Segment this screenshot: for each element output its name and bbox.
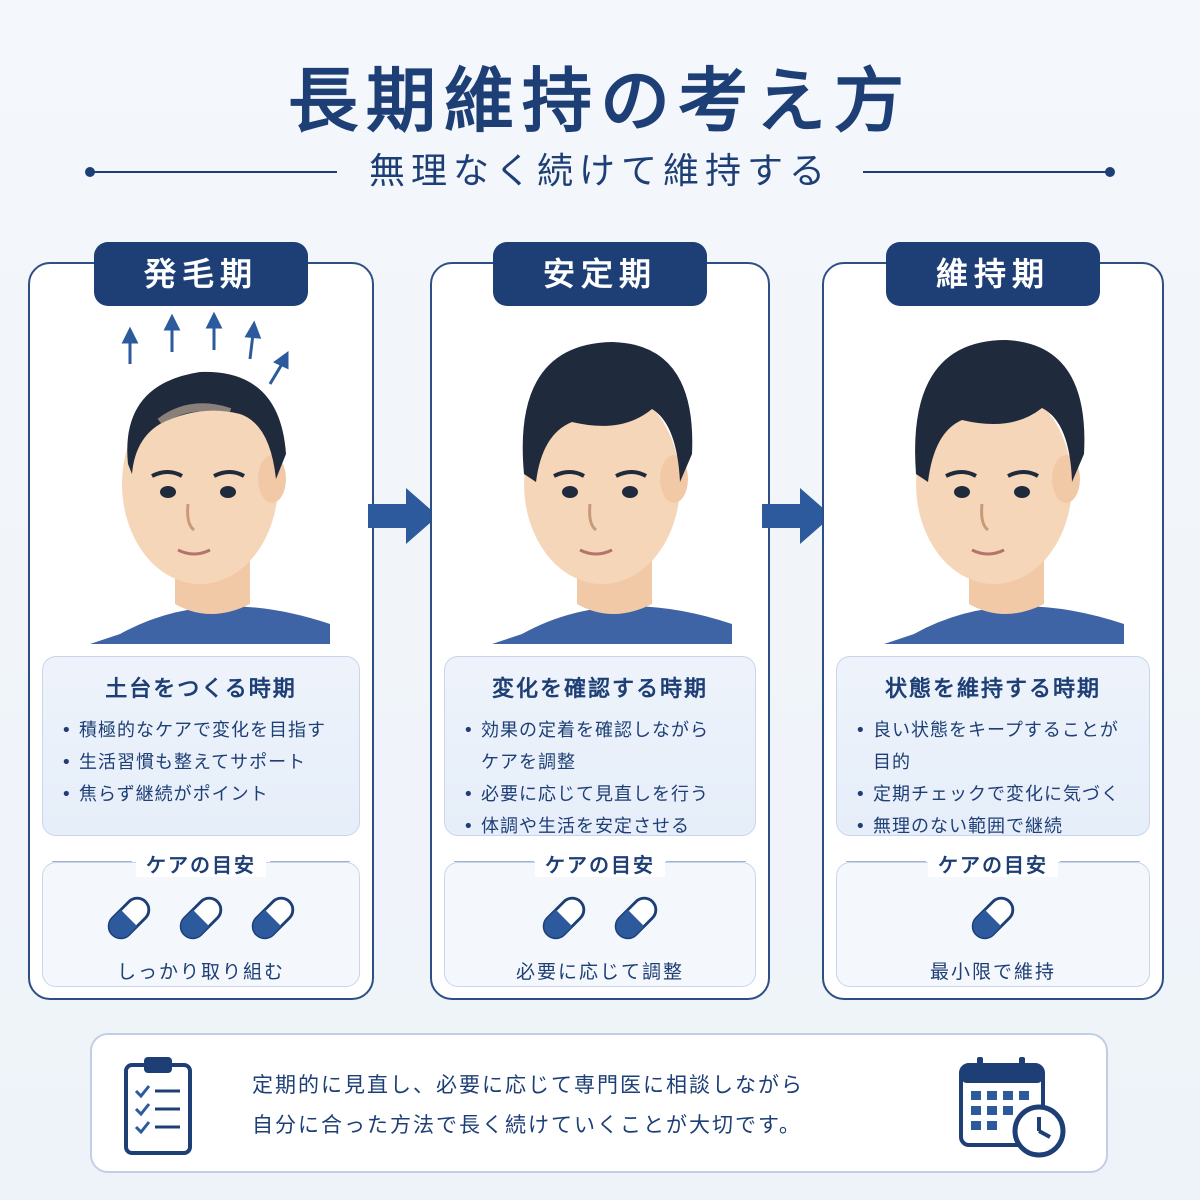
divider <box>270 861 350 862</box>
list-item: ケアを調整 <box>481 752 576 773</box>
care-box: 必要に応じて調整 <box>444 862 756 987</box>
capsule-icon <box>107 896 151 940</box>
care-box: 最小限で維持 <box>836 862 1150 987</box>
footer-line-1: 定期的に見直し、必要に応じて専門医に相談しながら <box>252 1073 804 1097</box>
info-list: 効果の定着を確認しながら ケアを調整 必要に応じて見直しを行う 体調や生活を安定… <box>463 715 737 843</box>
phase-label: 維持期 <box>886 242 1100 306</box>
list-item: 良い状態をキープすることが <box>855 715 1131 747</box>
divider <box>52 861 132 862</box>
phase-label: 発毛期 <box>94 242 308 306</box>
phase-card-growth: 発毛期 土台をつくる時期 積極的なケアで変化を <box>28 242 374 1000</box>
pill-row <box>837 889 1149 949</box>
footer-line-2: 自分に合った方法で長く続けていくことが大切です。 <box>252 1113 802 1137</box>
portrait-maintained-svg <box>884 340 1124 644</box>
info-title: 変化を確認する時期 <box>491 677 708 702</box>
capsule-icon <box>251 896 295 940</box>
info-title: 土台をつくる時期 <box>105 677 297 702</box>
right-arrow-icon <box>368 488 438 544</box>
divider <box>1060 861 1140 862</box>
portrait-thinning-svg <box>90 311 330 644</box>
care-heading-label: ケアの目安 <box>535 853 665 877</box>
list-item: 効果の定着を確認しながら <box>463 715 737 747</box>
portrait-maintained <box>884 304 1124 644</box>
footer-text: 定期的に見直し、必要に応じて専門医に相談しながら 自分に合った方法で長く続けてい… <box>252 1065 932 1145</box>
care-heading: ケアの目安 <box>836 849 1150 878</box>
list-item: 体調や生活を安定させる <box>463 811 737 843</box>
checklist-clipboard-icon <box>124 1057 192 1155</box>
hair-growth-arrows-icon <box>121 311 289 385</box>
subtitle-line-left <box>91 171 337 173</box>
divider <box>846 861 926 862</box>
list-item: 定期チェックで変化に気づく <box>855 779 1131 811</box>
capsule-icon <box>179 896 223 940</box>
info-list: 良い状態をキープすることが 目的 定期チェックで変化に気づく 無理のない範囲で継… <box>855 715 1131 843</box>
subtitle-dot-left <box>85 167 95 177</box>
info-box: 土台をつくる時期 積極的なケアで変化を目指す 生活習慣も整えてサポート 焦らず継… <box>42 656 360 836</box>
care-heading: ケアの目安 <box>444 849 756 878</box>
info-box: 変化を確認する時期 効果の定着を確認しながら ケアを調整 必要に応じて見直しを行… <box>444 656 756 843</box>
subtitle-row: 無理なく続けて維持する <box>85 150 1115 194</box>
list-item: 無理のない範囲で継続 <box>855 811 1131 843</box>
care-text: 必要に応じて調整 <box>515 961 684 983</box>
care-text: しっかり取り組む <box>116 961 285 983</box>
footer-note: 定期的に見直し、必要に応じて専門医に相談しながら 自分に合った方法で長く続けてい… <box>90 1033 1108 1173</box>
care-heading-label: ケアの目安 <box>136 853 266 877</box>
portrait-stable <box>492 304 732 644</box>
care-heading-row: ケアの目安 <box>444 849 756 877</box>
capsule-icon <box>614 896 658 940</box>
phase-label: 安定期 <box>493 242 707 306</box>
care-box: しっかり取り組む <box>42 862 360 987</box>
info-list: 積極的なケアで変化を目指す 生活習慣も整えてサポート 焦らず継続がポイント <box>61 715 341 811</box>
portrait-stable-svg <box>492 342 732 644</box>
list-item: 必要に応じて見直しを行う <box>463 779 737 811</box>
divider <box>666 861 746 862</box>
list-item: 積極的なケアで変化を目指す <box>61 715 341 747</box>
subtitle-dot-right <box>1105 167 1115 177</box>
pill-row <box>43 889 359 949</box>
care-heading-row: ケアの目安 <box>836 849 1150 877</box>
portrait-thinning <box>90 304 330 644</box>
right-arrow-icon <box>762 488 832 544</box>
info-box: 状態を維持する時期 良い状態をキープすることが 目的 定期チェックで変化に気づく… <box>836 656 1150 843</box>
capsule-icon <box>542 896 586 940</box>
phase-card-stable: 安定期 変化を確認する時期 効果の定着を確認しながら ケアを調整 必要に応じて見… <box>430 242 770 1000</box>
list-item: 目的 <box>873 752 911 773</box>
calendar-clock-icon <box>959 1057 1066 1158</box>
divider <box>454 861 534 862</box>
subtitle-line-right <box>863 171 1109 173</box>
pill-row <box>445 889 755 949</box>
care-text: 最小限で維持 <box>929 961 1056 983</box>
info-title: 状態を維持する時期 <box>884 677 1101 702</box>
care-heading: ケアの目安 <box>42 849 360 878</box>
phase-card-maintenance: 維持期 状態を維持する時期 良い状態をキープすることが 目的 定期チェックで変化… <box>822 242 1164 1000</box>
list-item: 生活習慣も整えてサポート <box>61 747 341 779</box>
capsule-icon <box>971 896 1015 940</box>
page-title: 長期維持の考え方 <box>288 60 912 142</box>
care-heading-row: ケアの目安 <box>42 849 360 877</box>
subtitle: 無理なく続けて維持する <box>368 151 831 192</box>
list-item: 焦らず継続がポイント <box>61 779 341 811</box>
care-heading-label: ケアの目安 <box>928 853 1058 877</box>
